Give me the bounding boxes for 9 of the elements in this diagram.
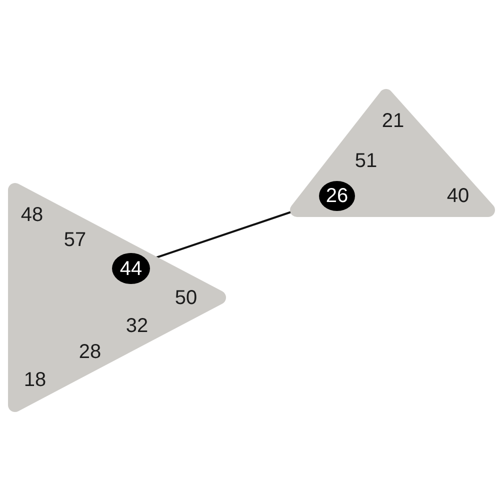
node-number: 21 bbox=[382, 111, 404, 131]
node-number: 48 bbox=[20, 205, 44, 225]
node-number: 32 bbox=[126, 316, 148, 336]
node-number: 51 bbox=[354, 151, 378, 171]
node-number: 57 bbox=[64, 230, 86, 250]
node-number: 18 bbox=[24, 370, 46, 390]
node-number: 28 bbox=[78, 342, 102, 362]
node-number: 50 bbox=[174, 288, 198, 308]
node-number: 40 bbox=[446, 186, 470, 206]
